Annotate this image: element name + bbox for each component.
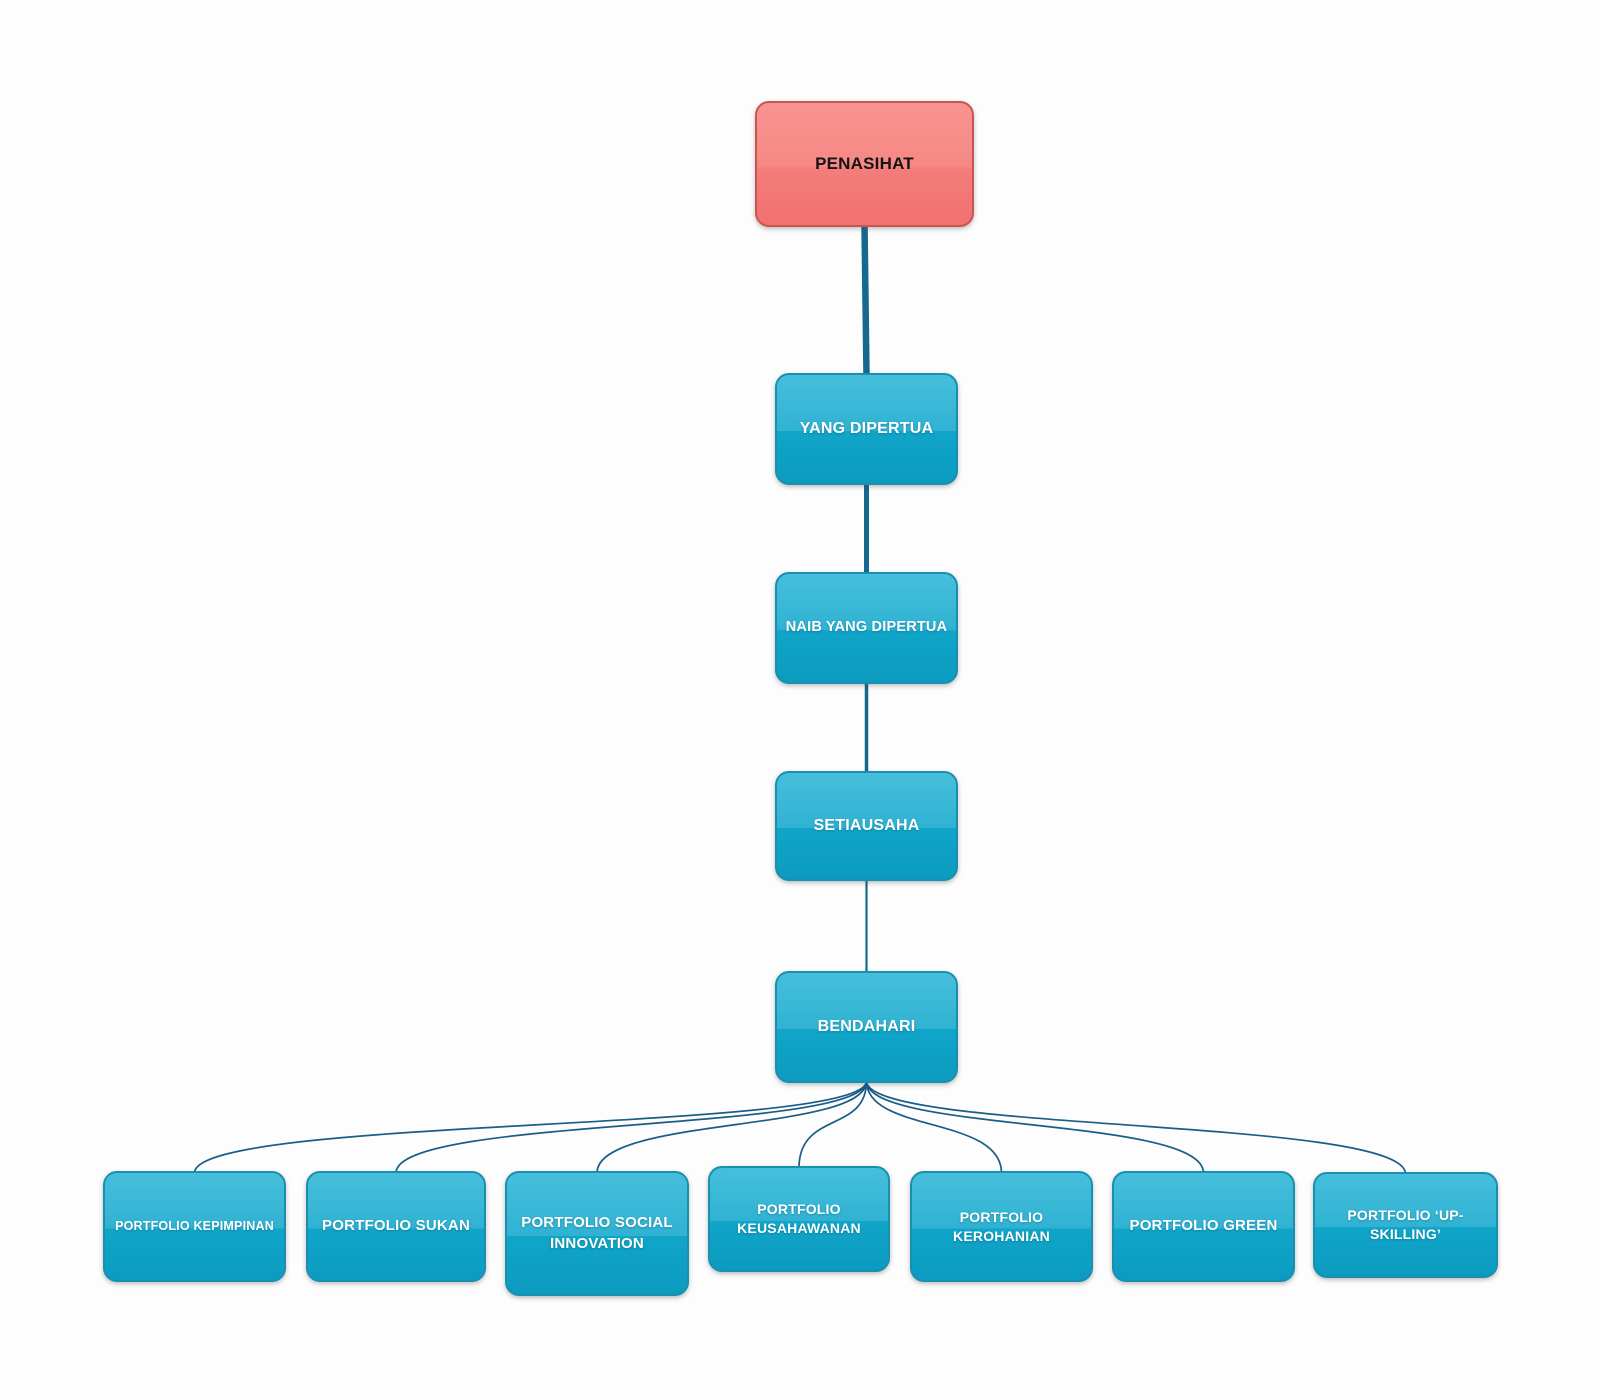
org-node-label: PORTFOLIO GREEN xyxy=(1129,1217,1278,1235)
connector-bendahari-to-portfolio-kerohanian xyxy=(865,1080,1003,1174)
org-node-label: PORTFOLIO KEPIMPINAN xyxy=(115,1219,274,1234)
connector-bendahari-to-portfolio-social-innovation xyxy=(596,1080,868,1174)
org-node-portfolio-up-skilling: PORTFOLIO ‘UP-SKILLING’ xyxy=(1313,1172,1498,1278)
org-node-label: PORTFOLIO SOCIAL INNOVATION xyxy=(521,1214,673,1252)
org-node-bendahari: BENDAHARI xyxy=(775,971,958,1083)
org-node-label: PORTFOLIO KEUSAHAWANAN xyxy=(737,1201,861,1236)
org-node-portfolio-kerohanian: PORTFOLIO KEROHANIAN xyxy=(910,1171,1093,1282)
connector-bendahari-to-portfolio-up-skilling xyxy=(865,1080,1407,1175)
org-node-label: PORTFOLIO KEROHANIAN xyxy=(953,1208,1050,1244)
org-node-label: NAIB YANG DIPERTUA xyxy=(785,619,948,636)
connector-bendahari-to-portfolio-kepimpinan xyxy=(193,1080,868,1174)
connector-bendahari-to-portfolio-sukan xyxy=(395,1080,868,1174)
org-node-portfolio-sukan: PORTFOLIO SUKAN xyxy=(306,1171,486,1282)
org-node-naib-yang-dipertua: NAIB YANG DIPERTUA xyxy=(775,572,958,684)
org-node-label: SETIAUSAHA xyxy=(813,817,920,835)
org-node-label: YANG DIPERTUA xyxy=(799,420,934,438)
org-node-portfolio-green: PORTFOLIO GREEN xyxy=(1112,1171,1295,1282)
connector-penasihat-to-yang-dipertua xyxy=(861,224,870,376)
org-node-portfolio-keusahawanan: PORTFOLIO KEUSAHAWANAN xyxy=(708,1166,890,1272)
org-node-portfolio-social-innovation: PORTFOLIO SOCIAL INNOVATION xyxy=(505,1171,689,1296)
org-node-yang-dipertua: YANG DIPERTUA xyxy=(775,373,958,485)
connector-bendahari-to-portfolio-keusahawanan xyxy=(798,1080,868,1169)
org-node-penasihat: PENASIHAT xyxy=(755,101,974,227)
org-node-label: PORTFOLIO SUKAN xyxy=(322,1217,470,1235)
connector-bendahari-to-portfolio-green xyxy=(865,1080,1205,1174)
org-node-label: PENASIHAT xyxy=(815,153,914,173)
org-node-label: PORTFOLIO ‘UP-SKILLING’ xyxy=(1347,1207,1464,1242)
org-node-portfolio-kepimpinan: PORTFOLIO KEPIMPINAN xyxy=(103,1171,286,1282)
org-node-setiausaha: SETIAUSAHA xyxy=(775,771,958,881)
org-node-label: BENDAHARI xyxy=(817,1018,916,1036)
